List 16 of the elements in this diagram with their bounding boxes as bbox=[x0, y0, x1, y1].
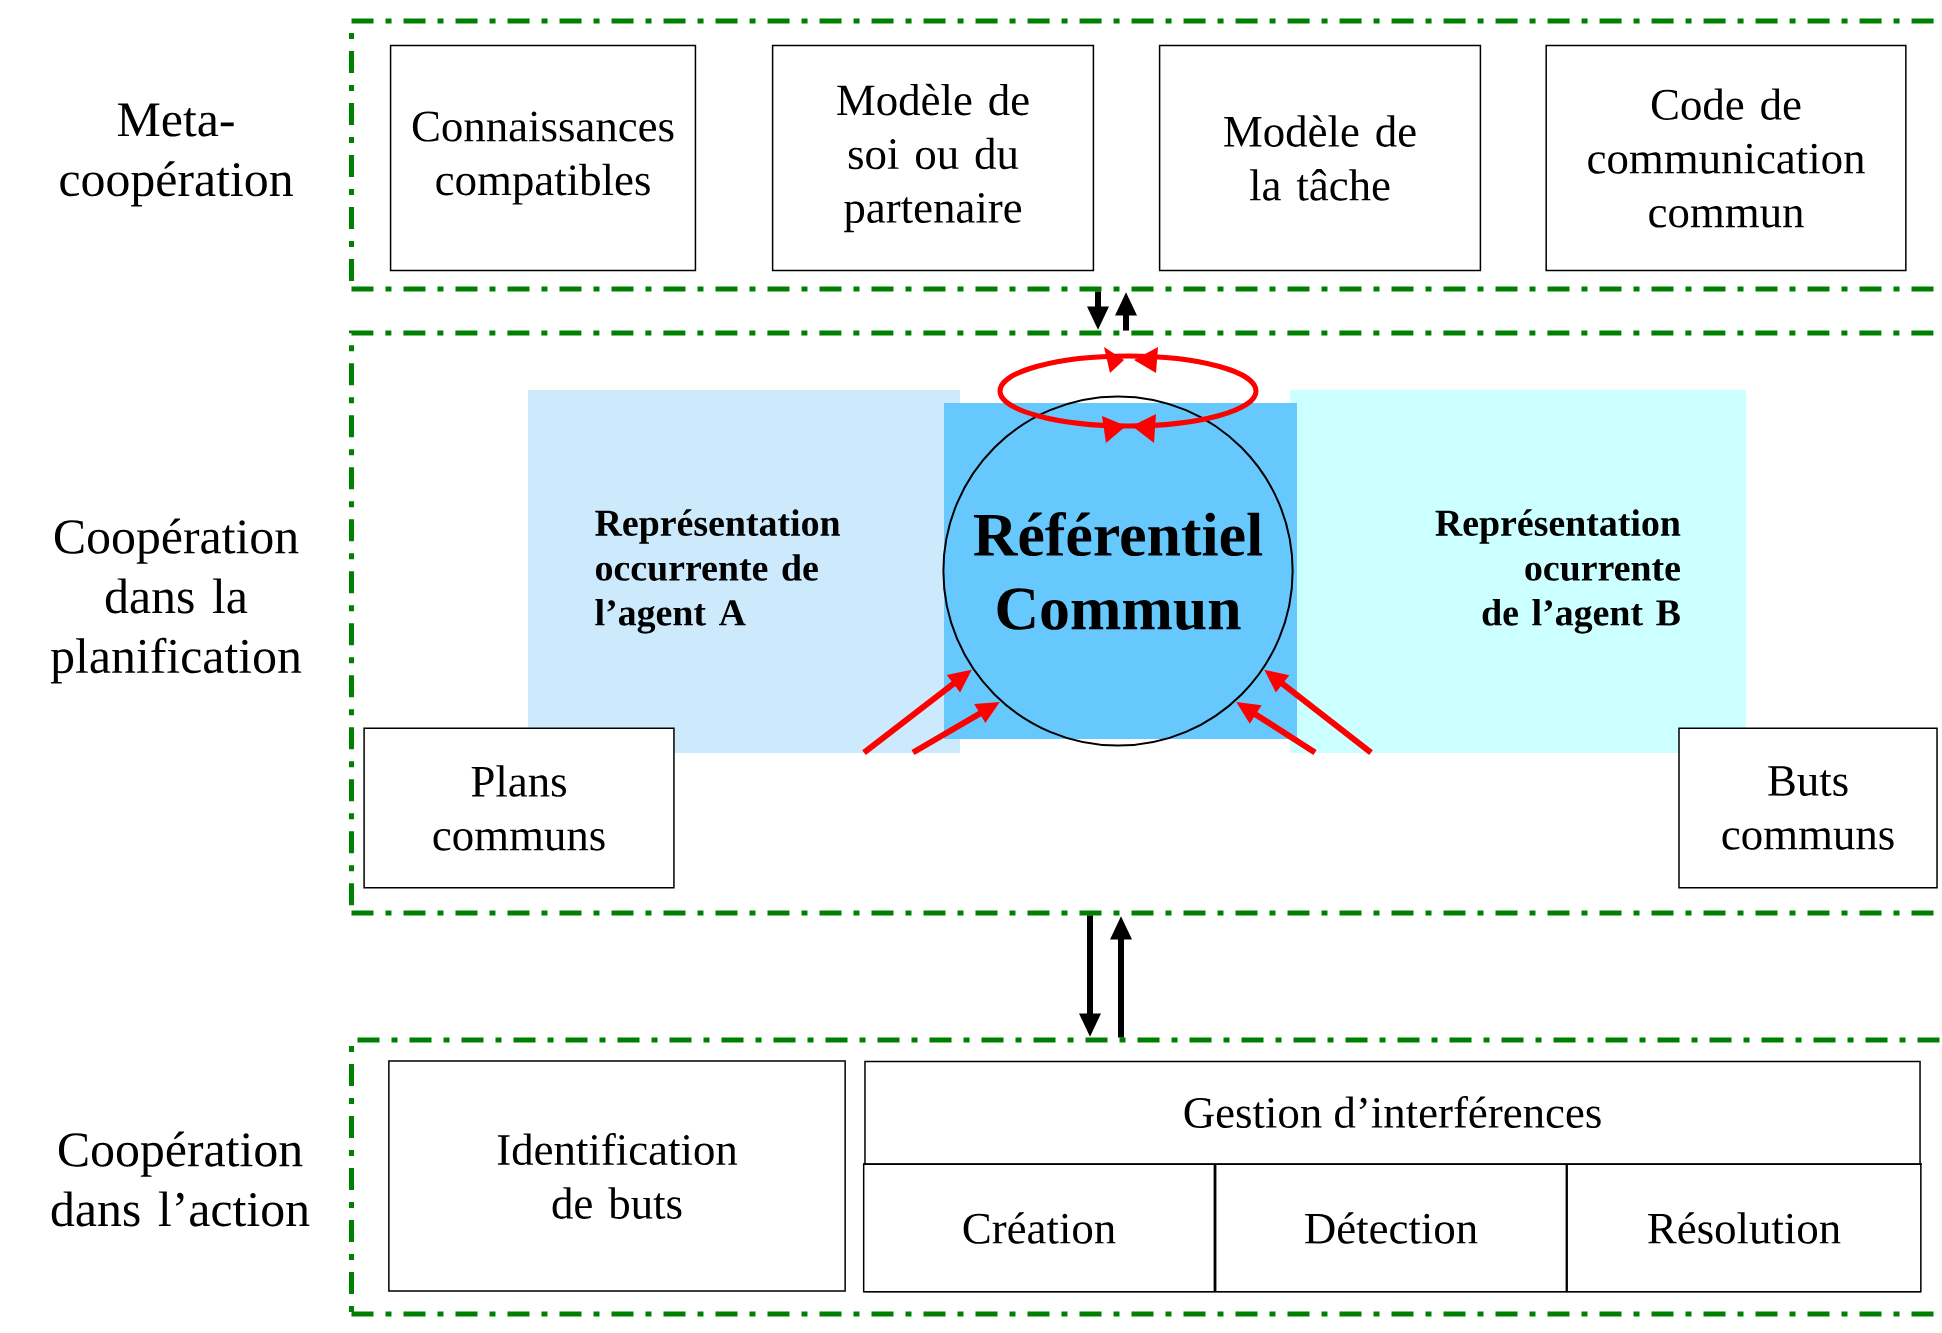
text-box: Résolution bbox=[1566, 1163, 1922, 1293]
text-box: Identification de buts bbox=[388, 1060, 846, 1292]
text-box: Modèle de la tâche bbox=[1158, 44, 1482, 272]
representation-area: Représentation ocurrente de l’agent B bbox=[1290, 390, 1746, 753]
text-box: Détection bbox=[1214, 1163, 1568, 1293]
node-label: Meta-coopération bbox=[60, 103, 293, 207]
text-box: Buts communs bbox=[1678, 727, 1938, 889]
text-box: Modèle de soi ou du partenaire bbox=[771, 44, 1095, 272]
node-label: Coopération dans l’action bbox=[51, 1131, 310, 1227]
text-box: Création bbox=[862, 1163, 1216, 1293]
text-box: Connaissances compatibles bbox=[389, 44, 697, 272]
circle-node: Référentiel Commun bbox=[942, 395, 1297, 747]
representation-area: Représentation occurrente de l’agent A bbox=[528, 390, 960, 753]
text-box: Plans communs bbox=[363, 727, 675, 889]
text-box: Code de communication commun bbox=[1545, 44, 1907, 272]
node-label: Coopération dans la planification bbox=[50, 518, 302, 684]
